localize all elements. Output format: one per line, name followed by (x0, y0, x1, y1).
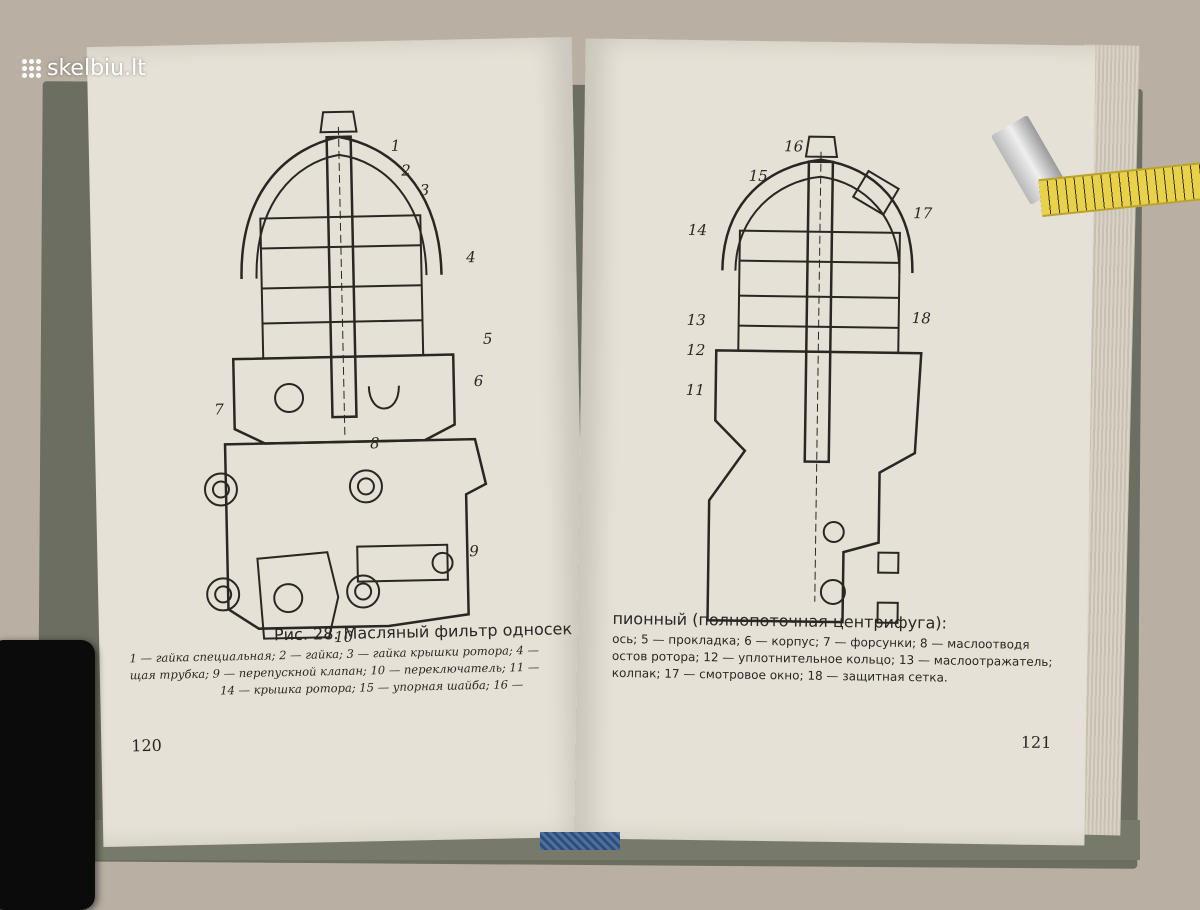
figure-label-5: 5 (483, 330, 493, 348)
figure-label-14: 14 (688, 221, 707, 239)
left-figure-labels: 1 2 3 4 5 6 7 8 9 10 (214, 137, 493, 646)
figure-label-9: 9 (469, 542, 479, 560)
figure-label-18: 18 (912, 309, 931, 327)
legend-line-left-3: 14 — крышка ротора; 15 — упорная шайба; … (220, 677, 524, 698)
figure-label-10: 10 (334, 628, 354, 646)
page-number-left: 120 (131, 735, 163, 756)
figure-label-15: 15 (749, 167, 768, 185)
watermark-logo-icon (22, 59, 41, 78)
figure-label-7: 7 (214, 400, 224, 418)
figure-label-1: 1 (391, 137, 401, 155)
figure-label-6: 6 (474, 372, 484, 390)
left-page: 1 2 3 4 5 6 7 8 9 10 Рис. 28. Масляный ф… (86, 37, 589, 847)
page-number-right: 121 (1020, 732, 1052, 753)
caption-title-right: пионный (полнопоточная центрифуга): (612, 608, 948, 633)
right-page: 16 15 17 14 13 18 12 11 пионный (полнопо… (574, 38, 1096, 846)
black-device (0, 640, 95, 910)
legend-line-right-3: колпак; 17 — смотровое окно; 18 — защитн… (611, 665, 948, 685)
watermark: skelbiu.lt (22, 56, 146, 81)
figure-label-4: 4 (465, 248, 476, 266)
figure-label-2: 2 (400, 161, 411, 179)
legend-line-right-1: ось; 5 — прокладка; 6 — корпус; 7 — форс… (612, 631, 1030, 652)
figure-label-3: 3 (420, 181, 430, 199)
figure-label-12: 12 (686, 341, 705, 359)
figure-label-16: 16 (784, 137, 804, 155)
right-figure-labels: 16 15 17 14 13 18 12 11 (686, 137, 933, 399)
watermark-text: skelbiu.lt (47, 56, 146, 81)
oil-filter-drawing-left: 1 2 3 4 5 6 7 8 9 10 (203, 110, 493, 646)
oil-filter-drawing-right: 16 15 17 14 13 18 12 11 (686, 135, 933, 624)
figure-label-8: 8 (370, 434, 380, 452)
figure-label-13: 13 (687, 311, 706, 329)
figure-label-11: 11 (686, 381, 705, 399)
spine-tape (540, 832, 620, 850)
figure-label-17: 17 (913, 204, 933, 222)
